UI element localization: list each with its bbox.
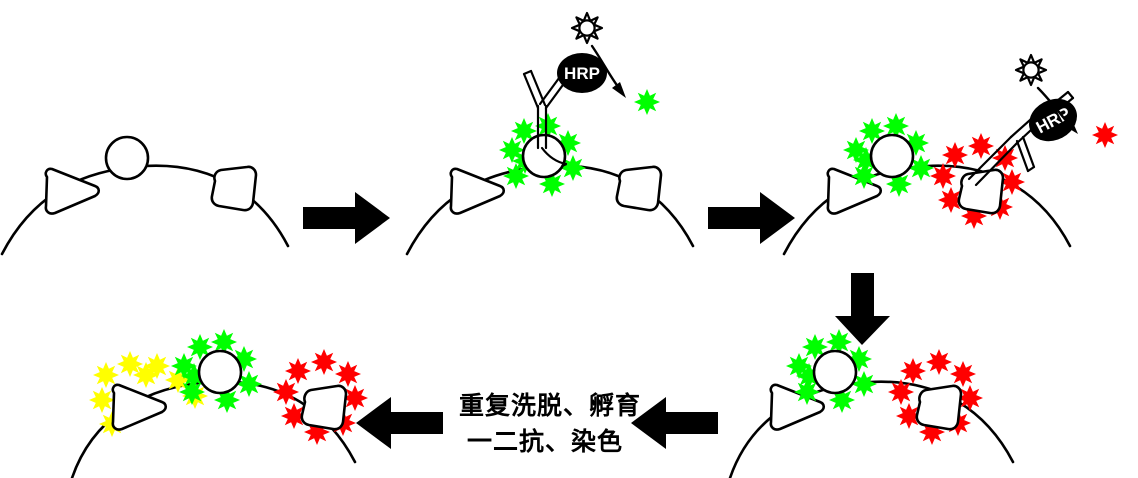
process-label: 重复洗脱、孵育 一二抗、染色 — [459, 391, 641, 456]
antigen-triangle — [111, 383, 168, 431]
antigen-triangle — [769, 383, 826, 431]
antigen-triangle — [449, 167, 506, 215]
antigen-triangle — [44, 167, 101, 215]
antigen-square — [915, 384, 963, 431]
antigen-circle — [104, 135, 150, 181]
flow-arrow-left-1 — [356, 397, 443, 449]
reaction-arrow — [1036, 86, 1078, 134]
antigen-circle — [521, 133, 567, 179]
antigen-circle — [197, 349, 243, 395]
hrp-enzyme: HRP — [557, 53, 607, 93]
panel-4 — [728, 329, 1015, 478]
chromogen-product-red — [1092, 122, 1118, 148]
hrp-enzyme: HRP — [1029, 98, 1077, 142]
panel-2: HRP — [405, 11, 695, 256]
flow-arrow-right-1 — [303, 192, 390, 244]
panel-5 — [70, 329, 368, 478]
antigen-circle — [869, 133, 915, 179]
flow-arrow-left-2 — [631, 397, 718, 449]
process-label-line2: 一二抗、染色 — [467, 427, 623, 456]
antigen-triangle — [826, 167, 883, 215]
chromogen-product-green — [634, 89, 660, 115]
antigen-circle — [812, 349, 858, 395]
antigen-square — [210, 165, 258, 212]
antigen-square — [957, 168, 1005, 215]
flow-arrow-down — [835, 273, 890, 345]
hrp-label: HRP — [564, 64, 600, 83]
substrate-molecule — [1014, 53, 1048, 87]
antigen-square — [615, 165, 663, 212]
panel-3: HRP — [782, 53, 1118, 256]
antigen-square — [300, 384, 348, 431]
flow-arrow-right-2 — [708, 192, 795, 244]
reaction-arrow — [590, 44, 626, 98]
panel-1 — [0, 135, 290, 256]
substrate-molecule — [570, 11, 604, 45]
process-label-line1: 重复洗脱、孵育 — [459, 391, 641, 420]
